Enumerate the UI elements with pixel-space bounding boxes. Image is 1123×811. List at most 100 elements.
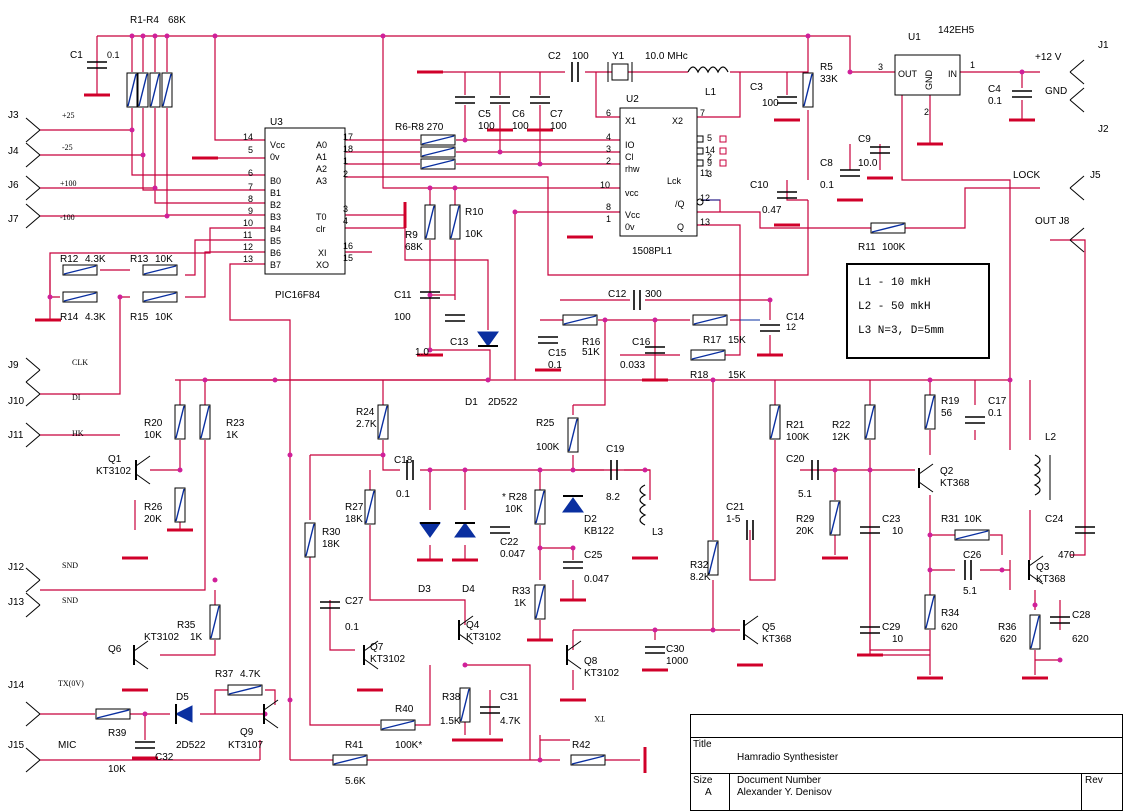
note-l3: L3 N=3, D=5mm <box>858 325 944 337</box>
svg-text:14: 14 <box>705 145 715 155</box>
svg-text:0.1: 0.1 <box>107 50 120 60</box>
svg-text:2D522: 2D522 <box>488 397 518 408</box>
svg-text:10K: 10K <box>108 764 126 775</box>
svg-text:KT368: KT368 <box>1036 574 1066 585</box>
svg-text:17: 17 <box>343 132 353 142</box>
svg-text:100K: 100K <box>882 242 906 253</box>
docnum-value: Alexander Y. Denisov <box>737 787 832 798</box>
svg-text:X2: X2 <box>672 116 683 126</box>
svg-text:L1: L1 <box>705 87 717 98</box>
size-value: A <box>705 787 712 798</box>
svg-text:XO: XO <box>316 260 329 270</box>
svg-text:Q2: Q2 <box>940 466 954 477</box>
svg-text:X1: X1 <box>625 116 636 126</box>
svg-text:R23: R23 <box>226 418 245 429</box>
svg-text:2: 2 <box>707 152 712 162</box>
svg-text:100: 100 <box>394 312 411 323</box>
title-text: Hamradio Synthesister <box>737 752 839 763</box>
svg-text:KT3102: KT3102 <box>370 654 405 665</box>
svg-text:R17: R17 <box>703 335 722 346</box>
svg-text:C13: C13 <box>450 337 469 348</box>
svg-text:3: 3 <box>707 169 712 179</box>
svg-text:11: 11 <box>700 168 709 178</box>
title-block: Title Hamradio Synthesister Size A Docum… <box>690 714 1123 811</box>
svg-text:620: 620 <box>1000 634 1017 645</box>
svg-text:0.1: 0.1 <box>988 96 1002 107</box>
svg-text:R1-R4: R1-R4 <box>130 15 159 26</box>
svg-text:16: 16 <box>343 241 353 251</box>
svg-text:J6: J6 <box>8 180 19 191</box>
svg-text:51K: 51K <box>582 347 600 358</box>
svg-text:0.047: 0.047 <box>584 574 609 585</box>
docnum-label: Document Number <box>737 775 821 786</box>
svg-text:U2: U2 <box>626 94 639 105</box>
svg-text:4.3K: 4.3K <box>85 254 106 265</box>
svg-text:100: 100 <box>572 51 589 62</box>
svg-text:9: 9 <box>707 158 712 168</box>
svg-text:R16: R16 <box>582 337 601 348</box>
svg-text:R35: R35 <box>177 620 196 631</box>
svg-text:0.033: 0.033 <box>620 360 645 371</box>
svg-text:1-5: 1-5 <box>726 514 741 525</box>
svg-text:Q6: Q6 <box>108 644 122 655</box>
svg-text:J4: J4 <box>8 146 19 157</box>
svg-text:5: 5 <box>248 145 253 155</box>
svg-text:C3: C3 <box>750 82 763 93</box>
svg-text:T0: T0 <box>316 212 327 222</box>
svg-text:C28: C28 <box>1072 610 1091 621</box>
svg-text:300: 300 <box>645 289 662 300</box>
svg-text:5.6K: 5.6K <box>345 776 366 787</box>
title-label: Title <box>693 739 712 750</box>
svg-text:KT3102: KT3102 <box>96 466 131 477</box>
svg-text:rhw: rhw <box>625 164 640 174</box>
svg-text:4.3K: 4.3K <box>85 312 106 323</box>
svg-text:620: 620 <box>1072 634 1089 645</box>
size-label: Size <box>693 775 713 786</box>
svg-text:TX: TX <box>594 714 605 723</box>
components <box>25 54 1096 773</box>
svg-text:100: 100 <box>550 121 567 132</box>
svg-text:Q8: Q8 <box>584 656 598 667</box>
svg-text:B3: B3 <box>270 212 281 222</box>
svg-text:1K: 1K <box>226 430 239 441</box>
svg-text:33K: 33K <box>820 74 838 85</box>
svg-text:XI: XI <box>318 248 327 258</box>
svg-text:2D522: 2D522 <box>176 740 206 751</box>
svg-text:CLK: CLK <box>72 358 88 367</box>
svg-text:B4: B4 <box>270 224 281 234</box>
svg-text:R38: R38 <box>442 692 461 703</box>
svg-text:KT3102: KT3102 <box>466 632 501 643</box>
svg-text:12: 12 <box>243 242 253 252</box>
svg-text:MIC: MIC <box>58 740 76 751</box>
rev-label: Rev <box>1085 775 1103 786</box>
svg-text:J1: J1 <box>1098 40 1109 51</box>
svg-text:C14: C14 <box>786 312 805 323</box>
svg-text:0.1: 0.1 <box>820 180 834 191</box>
note-l2: L2 - 50 mkH <box>858 301 931 313</box>
svg-text:A3: A3 <box>316 176 327 186</box>
svg-text:100: 100 <box>478 121 495 132</box>
svg-text:+12 V: +12 V <box>1035 52 1062 63</box>
svg-text:470: 470 <box>1058 550 1075 561</box>
svg-text:0.1: 0.1 <box>396 489 410 500</box>
svg-text:100: 100 <box>762 98 779 109</box>
svg-text:1K: 1K <box>514 598 527 609</box>
svg-text:10K: 10K <box>465 229 483 240</box>
svg-text:Q: Q <box>677 222 684 232</box>
svg-text:10: 10 <box>600 180 610 190</box>
svg-text:R41: R41 <box>345 740 364 751</box>
svg-text:Q1: Q1 <box>108 454 122 465</box>
svg-text:R36: R36 <box>998 622 1017 633</box>
svg-text:C10: C10 <box>750 180 769 191</box>
svg-text:0.1: 0.1 <box>548 360 562 371</box>
wire-net <box>40 35 1086 761</box>
svg-text:Vcc: Vcc <box>270 140 286 150</box>
svg-text:15K: 15K <box>728 370 746 381</box>
svg-text:* R28: * R28 <box>502 492 527 503</box>
svg-text:9: 9 <box>248 206 253 216</box>
svg-text:Q7: Q7 <box>370 642 384 653</box>
svg-text:Q5: Q5 <box>762 622 776 633</box>
svg-text:C25: C25 <box>584 550 603 561</box>
svg-text:8: 8 <box>248 194 253 204</box>
